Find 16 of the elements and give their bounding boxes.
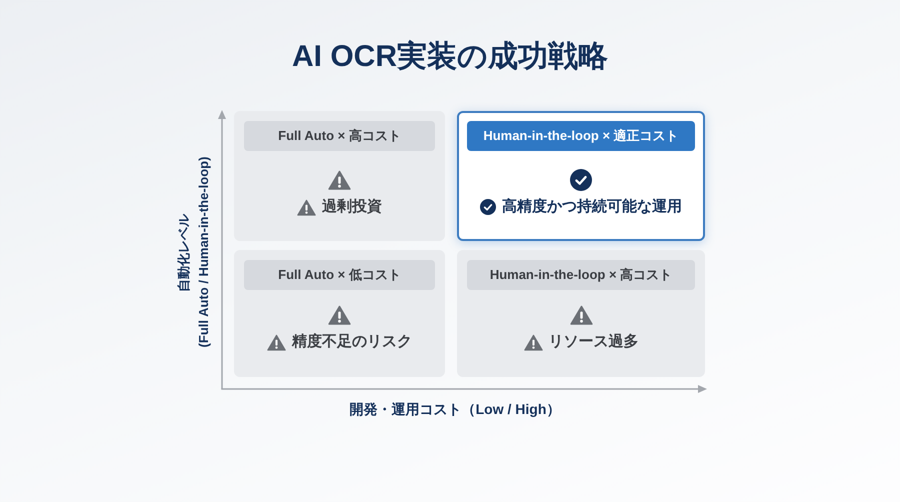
heading-chip: Full Auto × 低コスト [244, 260, 435, 290]
quadrant-box [457, 250, 705, 377]
outcome-text: リソース過多 [548, 332, 638, 352]
heading-chip: Human-in-the-loop × 高コスト [467, 260, 695, 290]
heading-chip: Full Auto × 高コスト [244, 121, 435, 151]
outcome-text: 高精度かつ持続可能な運用 [502, 197, 682, 217]
outcome-text: 過剰投資 [322, 197, 382, 217]
title: AI OCR実装の成功戦略 [292, 38, 608, 75]
quadrant-box [234, 111, 445, 241]
quadrant-box [234, 250, 445, 377]
axis-label: (Full Auto / Human-in-the-loop) [196, 156, 212, 348]
quadrant-box [457, 111, 705, 241]
outcome-text: 精度不足のリスク [292, 332, 412, 352]
axis-label: 自動化レベル [176, 214, 192, 292]
heading-chip: Human-in-the-loop × 適正コスト [467, 121, 695, 151]
axis-label: 開発・運用コスト（Low / High） [350, 400, 560, 418]
